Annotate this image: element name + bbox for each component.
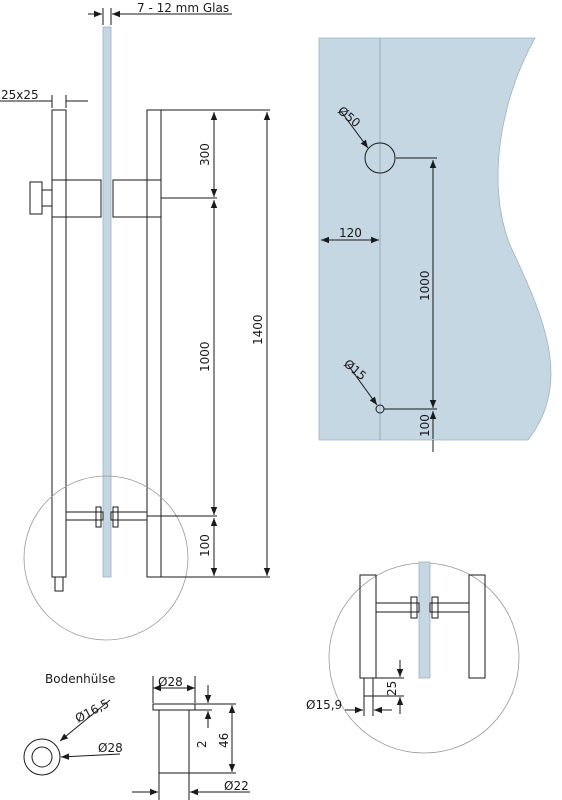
sleeve-diam-label: Ø28 — [98, 741, 123, 755]
detail-right-bar — [468, 574, 486, 679]
sleeve-body — [158, 709, 190, 774]
connector-left — [65, 511, 104, 521]
dim-120-label: 120 — [339, 226, 362, 240]
detail-washer-left — [410, 596, 418, 619]
side-view: 7 - 12 mm Glas 25x25 300 1000 100 1400 — [0, 1, 271, 641]
detail-glass — [418, 561, 431, 679]
detail-25-label: 25 — [385, 681, 399, 696]
glass-front-view: Ø50 Ø15 120 1000 100 — [318, 37, 552, 452]
connector-right — [110, 511, 148, 521]
detail-washer-right — [431, 596, 439, 619]
sleeve-top-label: Ø28 — [158, 675, 183, 689]
sleeve-bottom-label: Ø22 — [224, 779, 249, 793]
detail-pin — [363, 677, 374, 697]
sleeve-inner-ring — [31, 746, 53, 768]
dim-100-right-label: 100 — [418, 414, 432, 437]
right-bar — [146, 109, 162, 578]
sleeve-height-46-label: 46 — [217, 733, 231, 748]
lock-block-left — [51, 179, 102, 218]
connector-washer-2 — [112, 506, 119, 528]
sleeve-flange — [152, 703, 196, 711]
detail-connector-left — [375, 602, 420, 613]
dim-1000-left-label: 1000 — [198, 341, 212, 372]
detail-connector-right — [429, 602, 470, 613]
lock-knob — [29, 181, 43, 215]
detail-view: 25 Ø15,9 — [306, 561, 520, 754]
left-bar-pin — [54, 576, 64, 592]
dim-1000-right-label: 1000 — [418, 270, 432, 301]
glass-pane-side — [102, 26, 112, 578]
sleeve-outer-label: Ø16,5 — [73, 696, 112, 725]
detail-circle-left — [23, 475, 189, 641]
detail-dia-label: Ø15,9 — [306, 698, 342, 712]
lock-block-right — [112, 179, 162, 218]
detail-left-bar — [359, 574, 377, 679]
sleeve-title: Bodenhülse — [45, 672, 115, 686]
lock-knob-stem — [41, 189, 53, 207]
floor-sleeve: Bodenhülse Ø16,5 Ø28 Ø28 2 46 Ø22 — [23, 672, 250, 800]
connector-washer — [95, 506, 102, 528]
glass-thickness-label: 7 - 12 mm Glas — [137, 1, 229, 15]
hole-large — [364, 142, 396, 174]
sleeve-height-2-label: 2 — [195, 740, 209, 748]
dim-300-label: 300 — [198, 143, 212, 166]
profile-label: 25x25 — [1, 88, 39, 102]
dim-100-left-label: 100 — [198, 534, 212, 557]
sleeve-outer-ring — [23, 738, 61, 776]
dim-1400-label: 1400 — [251, 314, 265, 345]
